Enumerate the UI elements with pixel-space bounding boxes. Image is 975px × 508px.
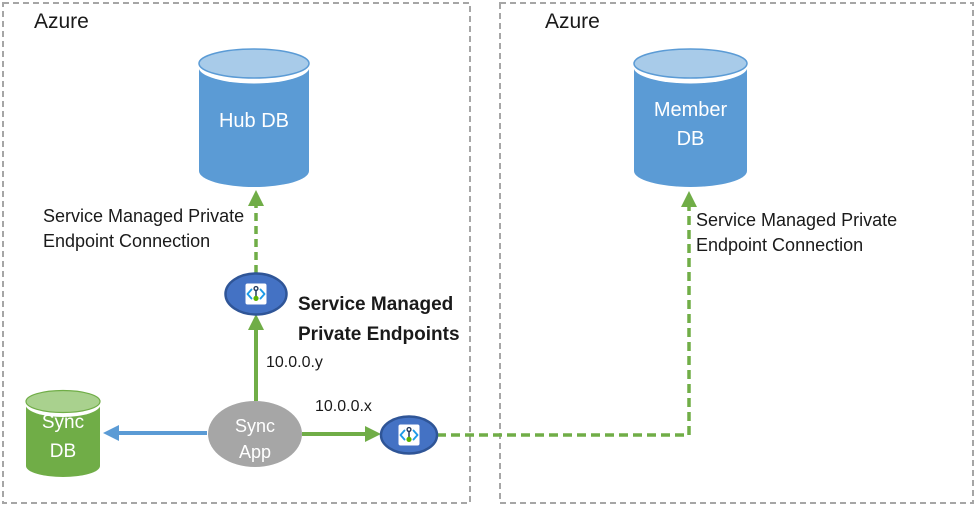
member-db-label-line2: DB [676,128,705,150]
ip-label-hub: 10.0.0.y [266,354,323,371]
connection-endpoint-to-hub [248,190,264,273]
private-endpoints-title-line2: Private Endpoints [298,324,460,345]
sync-db-label-line2: DB [49,441,77,462]
private-endpoints-title-line1: Service Managed [298,294,454,315]
azure-region-right-border [499,2,974,504]
hub-connection-label-line2: Endpoint Connection [43,231,211,251]
azure-region-left-label: Azure [34,10,89,33]
hub-db-cylinder [198,48,310,187]
member-connection-label-line2: Endpoint Connection [696,235,864,255]
arrow-syncapp-to-syncdb [103,425,207,441]
member-db-label-line1: Member [653,99,728,121]
sync-app-ellipse [208,401,302,467]
hub-db-label: Hub DB [218,110,290,132]
private-endpoint-icon [224,272,288,316]
member-db-label: Member DB [633,96,748,154]
sync-app-label-line2: App [238,442,272,462]
sync-db-label: Sync DB [25,408,101,466]
sync-app-label: Sync App [208,413,302,465]
arrow-syncapp-to-endpoint-right [302,426,381,442]
sync-app-label-line1: Sync [234,416,276,436]
member-db-cylinder [633,48,748,187]
hub-connection-label: Service Managed Private Endpoint Connect… [43,204,244,254]
sync-db-label-line1: Sync [41,412,85,433]
connection-endpoint-to-member [437,191,697,437]
sync-db-cylinder [25,389,101,477]
member-connection-label-line1: Service Managed Private [696,210,898,230]
private-endpoint-icon [379,415,439,455]
ip-label-member: 10.0.0.x [315,398,372,415]
azure-region-right-label: Azure [545,10,600,33]
arrow-syncapp-to-endpoint [248,314,264,401]
hub-connection-label-line1: Service Managed Private [43,206,245,226]
member-connection-label: Service Managed Private Endpoint Connect… [696,208,897,258]
private-endpoints-title: Service Managed Private Endpoints [298,290,460,350]
azure-region-left-border [2,2,471,504]
